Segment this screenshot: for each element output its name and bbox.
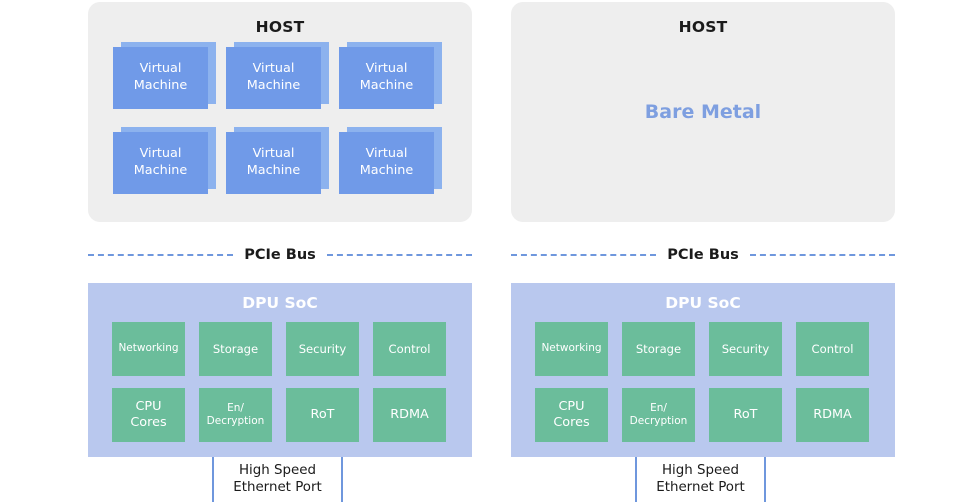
dpu-function-tile[interactable]: Security <box>709 322 782 376</box>
virtual-machine-label-line2: Machine <box>359 163 414 178</box>
virtual-machine-label-line2: Machine <box>246 163 301 178</box>
virtual-machine-label-line1: Virtual <box>139 146 182 162</box>
dpu-function-tile-label: Security <box>721 341 770 356</box>
dpu-function-tile[interactable]: Networking <box>535 322 608 376</box>
host-title: HOST <box>255 18 305 36</box>
dpu-function-tile[interactable]: Control <box>373 322 446 376</box>
dpu-function-tile[interactable]: En/Decryption <box>622 388 695 442</box>
dpu-function-tile[interactable]: RDMA <box>796 388 869 442</box>
dpu-function-tile[interactable]: RoT <box>709 388 782 442</box>
dpu-function-tile[interactable]: Storage <box>622 322 695 376</box>
virtual-machine-label-line2: Machine <box>133 78 188 93</box>
dpu-function-tile[interactable]: Control <box>796 322 869 376</box>
pcie-bus-dashed-line-right <box>749 254 895 256</box>
pcie-bus-dashed-line-left <box>511 254 657 256</box>
dpu-function-tile-label: Control <box>811 341 854 356</box>
dpu-function-tile-label: RDMA <box>813 407 852 422</box>
pcie-bus-label: PCIe Bus <box>244 247 316 263</box>
virtual-machine-label-line1: Virtual <box>365 61 408 77</box>
virtual-machine-label-line2: Machine <box>359 78 414 93</box>
pcie-bus-dashed-line-left <box>88 254 234 256</box>
pcie-bus-dashed-line-right <box>326 254 472 256</box>
dpu-function-tile-label: En/Decryption <box>629 401 688 427</box>
virtual-machine-label-line2: Machine <box>246 78 301 93</box>
dpu-function-tile-label: RDMA <box>390 407 429 422</box>
bare-metal-label: Bare Metal <box>644 101 762 123</box>
dpu-function-tile-label: Networking <box>541 342 602 355</box>
dpu-function-tile-label: RoT <box>733 407 758 422</box>
host-title: HOST <box>678 18 728 36</box>
dpu-function-tile-label: Storage <box>635 341 682 356</box>
dpu-soc-title: DPU SoC <box>665 294 741 312</box>
dpu-function-tile[interactable]: RoT <box>286 388 359 442</box>
virtual-machine-label-line1: Virtual <box>365 146 408 162</box>
virtual-machine-label-line1: Virtual <box>139 61 182 77</box>
virtual-machine-label-line2: Machine <box>133 163 188 178</box>
dpu-function-tile[interactable]: Storage <box>199 322 272 376</box>
dpu-function-tile[interactable]: En/Decryption <box>199 388 272 442</box>
virtual-machine-label-line1: Virtual <box>252 61 295 77</box>
dpu-function-tile-label: En/Decryption <box>206 401 265 427</box>
dpu-function-tile[interactable]: Security <box>286 322 359 376</box>
dpu-function-tile[interactable]: Networking <box>112 322 185 376</box>
dpu-function-tile-label: Networking <box>118 342 179 355</box>
dpu-function-tile-label: Storage <box>212 341 259 356</box>
dpu-function-tile-label: Security <box>298 341 347 356</box>
host-panel-bare-metal: HOST Bare Metal <box>511 2 895 222</box>
pcie-bus-connector: PCIe Bus <box>88 243 472 267</box>
pcie-bus-connector: PCIe Bus <box>511 243 895 267</box>
dpu-soc-title: DPU SoC <box>242 294 318 312</box>
dpu-function-tile-label: RoT <box>310 407 335 422</box>
pcie-bus-label: PCIe Bus <box>667 247 739 263</box>
virtual-machine-label-line1: Virtual <box>252 146 295 162</box>
dpu-function-tile[interactable]: RDMA <box>373 388 446 442</box>
dpu-function-tile-label: Control <box>388 341 431 356</box>
